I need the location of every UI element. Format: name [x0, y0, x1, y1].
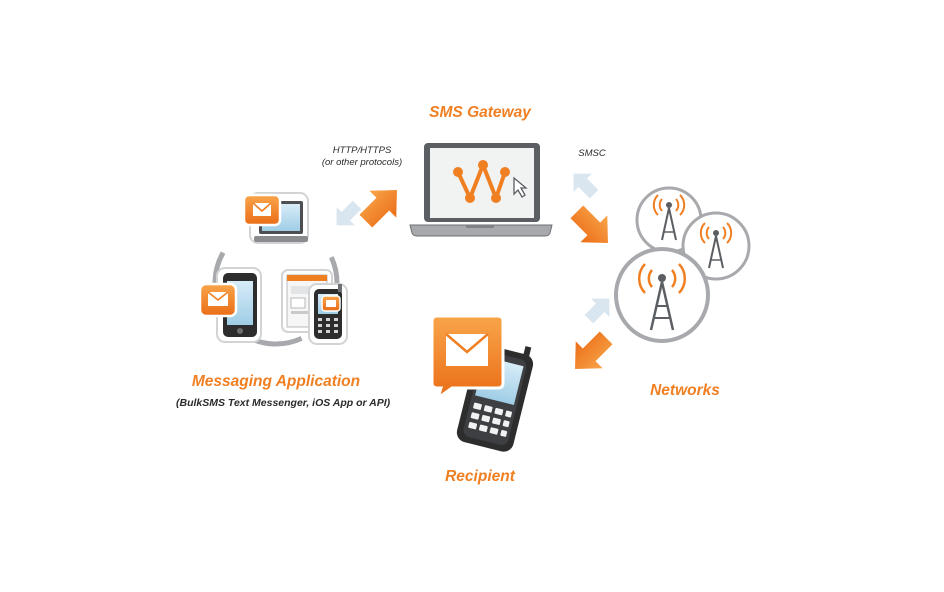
email-bubble-icon [430, 314, 505, 402]
http-protocol-label: HTTP/HTTPS (or other protocols) [312, 145, 412, 169]
gateway-logo-icon [453, 160, 510, 203]
cell-tower-icon [614, 247, 710, 343]
send-arrow-icon [570, 205, 608, 243]
gateway-laptop-icon [409, 143, 553, 237]
sms-gateway-title: SMS Gateway [429, 104, 531, 121]
networks-group [614, 186, 751, 343]
send-arrow-icon [359, 190, 397, 228]
return-arrow-icon [573, 173, 599, 199]
http-protocol-label-line2: (or other protocols) [321, 157, 403, 168]
messaging-application-group [198, 192, 348, 347]
messaging-application-title: Messaging Application [191, 373, 361, 390]
return-arrow-icon [584, 298, 610, 324]
laptop-email-icon [242, 192, 309, 244]
feature-phone-email-icon [308, 283, 348, 345]
http-protocol-label-line1: HTTP/HTTPS [332, 145, 392, 156]
smsc-label: SMSC [578, 148, 606, 159]
recipient-phone-group [430, 314, 534, 452]
http-arrows [336, 190, 397, 228]
send-arrow-icon [575, 331, 613, 369]
cell-tower-icon [681, 211, 751, 281]
messaging-application-subtitle: (BulkSMS Text Messenger, iOS App or API) [176, 397, 391, 409]
networks-title: Networks [650, 382, 720, 399]
smartphone-email-icon [198, 267, 262, 343]
smsc-arrows [570, 173, 608, 243]
delivery-arrows [575, 298, 613, 369]
return-arrow-icon [336, 200, 362, 226]
cursor-icon [513, 176, 528, 198]
recipient-title: Recipient [445, 468, 515, 485]
